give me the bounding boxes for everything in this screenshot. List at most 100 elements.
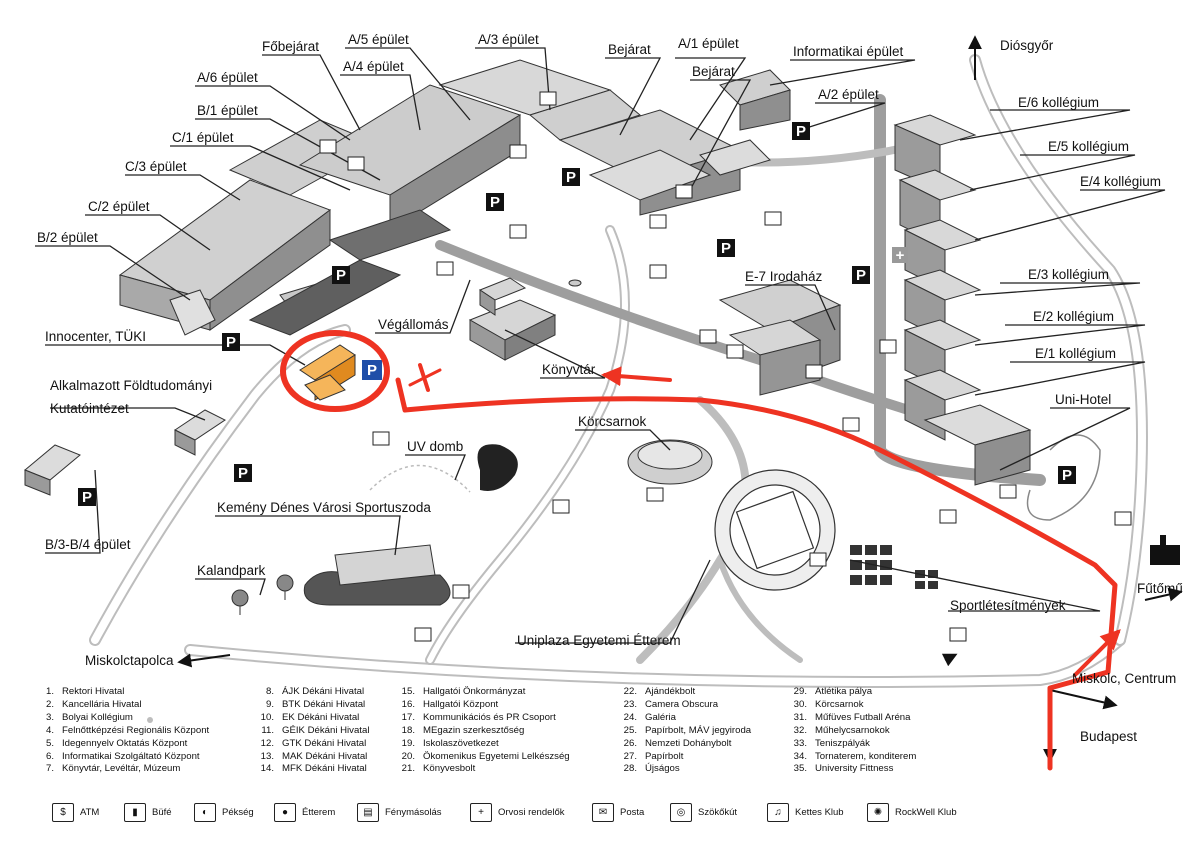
svg-text:P: P — [336, 267, 346, 284]
label-a1: A/1 épület — [678, 36, 739, 51]
label-bejarat-1: Bejárat — [608, 42, 651, 57]
pool-building — [303, 544, 451, 606]
library-buildings — [468, 277, 582, 361]
terrain — [369, 444, 518, 493]
factory-icon — [1150, 535, 1180, 565]
icon-legend: $ATM ▮Büfé ◐Pékség ●Étterem ▤Fénymásolás… — [52, 803, 1172, 827]
label-futomu: Fűtőmű — [1137, 581, 1183, 596]
route-overlay — [280, 330, 1121, 771]
label-informatikai: Informatikai épület — [793, 44, 904, 59]
label-a3: A/3 épület — [478, 32, 539, 47]
label-diosgyor: Diósgyőr — [1000, 38, 1054, 53]
club-icon: ♫ — [767, 803, 789, 822]
bakery-icon: ◐ — [194, 803, 216, 822]
kalandpark-trees — [231, 574, 294, 615]
small-west-buildings — [24, 409, 226, 496]
legend-item: 2.Kancellária Hivatal — [45, 698, 142, 710]
legend-item: 25.Papírbolt, MÁV jegyiroda — [623, 724, 752, 736]
direction-labels: Diósgyőr Fűtőmű Miskolctapolca Miskolc, … — [85, 38, 1183, 744]
svg-text:P: P — [566, 169, 576, 186]
parking-markers: P P P P P P P P P P P — [78, 122, 1076, 506]
korcsarnok-building — [627, 439, 713, 485]
label-a2: A/2 épület — [818, 87, 879, 102]
legend-col-3: 15.Hallgatói Önkormányzat 16.Hallgatói K… — [393, 686, 570, 776]
label-a6: A/6 épület — [197, 70, 258, 85]
legend-item: 12.GTK Dékáni Hivatal — [260, 737, 367, 749]
parking-marker: P — [562, 168, 580, 186]
icon-legend-item: ▮Büfé — [124, 803, 172, 822]
legend-item: 23.Camera Obscura — [623, 698, 719, 710]
legend-item: 4.Felnőttképzési Regionális Központ — [45, 724, 210, 736]
icon-legend-item: ✉Posta — [592, 803, 644, 822]
legend-item: 8.ÁJK Dékáni Hivatal — [265, 686, 365, 697]
post-icon: ✉ — [592, 803, 614, 822]
icon-legend-item: ✺RockWell Klub — [867, 803, 957, 822]
legend-item: 5.Idegennyelv Oktatás Központ — [45, 737, 188, 749]
legend-item: 24.Galéria — [623, 711, 676, 723]
legend-item: 16.Hallgatói Központ — [401, 698, 499, 710]
label-budapest: Budapest — [1080, 729, 1137, 744]
icon-legend-item: ◎Szökőkút — [670, 803, 737, 822]
parking-marker: P — [852, 266, 870, 284]
main-campus-buildings — [118, 59, 791, 336]
medical-marker: + — [892, 247, 908, 264]
atm-icon: $ — [52, 803, 74, 822]
legend-item: 35.University Fittness — [793, 763, 894, 775]
label-sport: Sportlétesítmények — [950, 598, 1066, 613]
label-uv-domb: UV domb — [407, 439, 463, 454]
rockwell-icon: ✺ — [867, 803, 889, 822]
legend-item: 19.Iskolaszövetkezet — [401, 737, 499, 749]
icon-legend-item: $ATM — [52, 803, 99, 822]
legend-item: 22.Ajándékbolt — [623, 686, 696, 697]
label-alkalmazott-2: Kutatóintézet — [50, 401, 129, 416]
legend-item: 20.Ökomenikus Egyetemi Lelkészség — [401, 750, 570, 762]
amenity-markers — [319, 91, 1132, 642]
label-e6: E/6 kollégium — [1018, 95, 1099, 110]
legend-item: 13.MAK Dékáni Hivatal — [260, 750, 368, 762]
svg-text:P: P — [238, 465, 248, 482]
icon-legend-item: ▤Fénymásolás — [357, 803, 442, 822]
buffet-icon: ▮ — [124, 803, 146, 822]
parking-marker: P — [717, 239, 735, 257]
svg-text:P: P — [367, 362, 377, 379]
legend-item: 9.BTK Dékáni Hivatal — [265, 698, 366, 710]
label-vegallomas: Végállomás — [378, 317, 449, 332]
label-bejarat-2: Bejárat — [692, 64, 735, 79]
label-b1: B/1 épület — [197, 103, 258, 118]
svg-text:P: P — [1062, 467, 1072, 484]
legend-item: 15.Hallgatói Önkormányzat — [401, 686, 526, 697]
label-b2: B/2 épület — [37, 230, 98, 245]
legend-item: 34.Tornaterem, konditerem — [793, 750, 917, 762]
label-konyvtar: Könyvtár — [542, 362, 596, 377]
label-uszoda: Kemény Dénes Városi Sportuszoda — [217, 500, 431, 515]
legend-item: 7.Könyvtár, Levéltár, Múzeum — [45, 763, 181, 775]
label-miskolctapolca: Miskolctapolca — [85, 653, 174, 668]
legend-item: 1.Rektori Hivatal — [45, 686, 125, 697]
label-a5: A/5 épület — [348, 32, 409, 47]
svg-text:P: P — [721, 240, 731, 257]
svg-text:+: + — [896, 247, 905, 264]
legend-item: 27.Papírbolt — [623, 750, 684, 762]
label-c3: C/3 épület — [125, 159, 187, 174]
label-uniplaza: Uniplaza Egyetemi Étterem — [517, 633, 681, 648]
label-e7: E-7 Irodaház — [745, 269, 823, 284]
leader-lines — [35, 47, 1166, 644]
svg-text:P: P — [856, 267, 866, 284]
svg-text:P: P — [226, 334, 236, 351]
icon-legend-item: ♫Kettes Klub — [767, 803, 844, 822]
legend-col-1: 1.Rektori Hivatal 2.Kancellária Hivatal … — [32, 686, 209, 776]
dormitories — [893, 114, 1101, 521]
legend-item: 28.Újságos — [623, 763, 680, 775]
parking-marker: P — [1058, 466, 1076, 484]
parking-marker: P — [332, 266, 350, 284]
legend-item: 3.Bolyai Kollégium — [45, 711, 133, 723]
label-e3: E/3 kollégium — [1028, 267, 1109, 282]
label-innocenter: Innocenter, TÜKI — [45, 329, 146, 344]
legend-col-5: 29.Atlétika pálya 30.Körcsarnok 31.Műfüv… — [785, 686, 917, 776]
label-e2: E/2 kollégium — [1033, 309, 1114, 324]
parking-marker: P — [234, 464, 252, 482]
label-centrum: Miskolc, Centrum — [1072, 671, 1176, 686]
icon-legend-item: ◐Pékség — [194, 803, 254, 822]
parking-marker: P — [486, 193, 504, 211]
